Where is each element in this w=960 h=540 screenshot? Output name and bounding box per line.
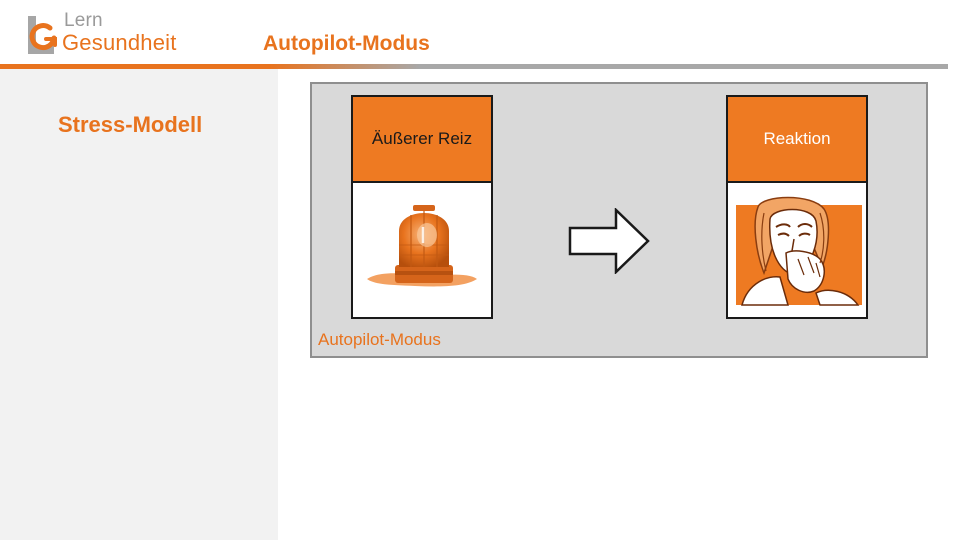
arrow-right-outline-icon [568,208,650,274]
diagram-caption: Autopilot-Modus [318,330,441,349]
logo-wordmark-top: Lern [64,10,103,31]
stress-diagram: Äußerer Reiz [310,82,928,358]
stimulus-label: Äußerer Reiz [353,97,491,183]
reaction-image [728,183,866,317]
stimulus-image [353,183,491,317]
stimulus-card: Äußerer Reiz [351,95,493,319]
distressed-woman-icon [736,196,862,306]
lg-logo-mark-icon [28,16,57,54]
sidebar-panel [0,69,278,540]
reaction-label: Reaktion [728,97,866,183]
brand-logo: Lern Gesundheit [24,8,184,60]
reaction-card: Reaktion [726,95,868,319]
header-divider [0,64,948,69]
warning-beacon-icon [367,205,477,287]
sidebar-heading: Stress-Modell [58,112,203,137]
logo-wordmark-bottom: Gesundheit [62,30,177,55]
page-title: Autopilot-Modus [263,32,430,55]
